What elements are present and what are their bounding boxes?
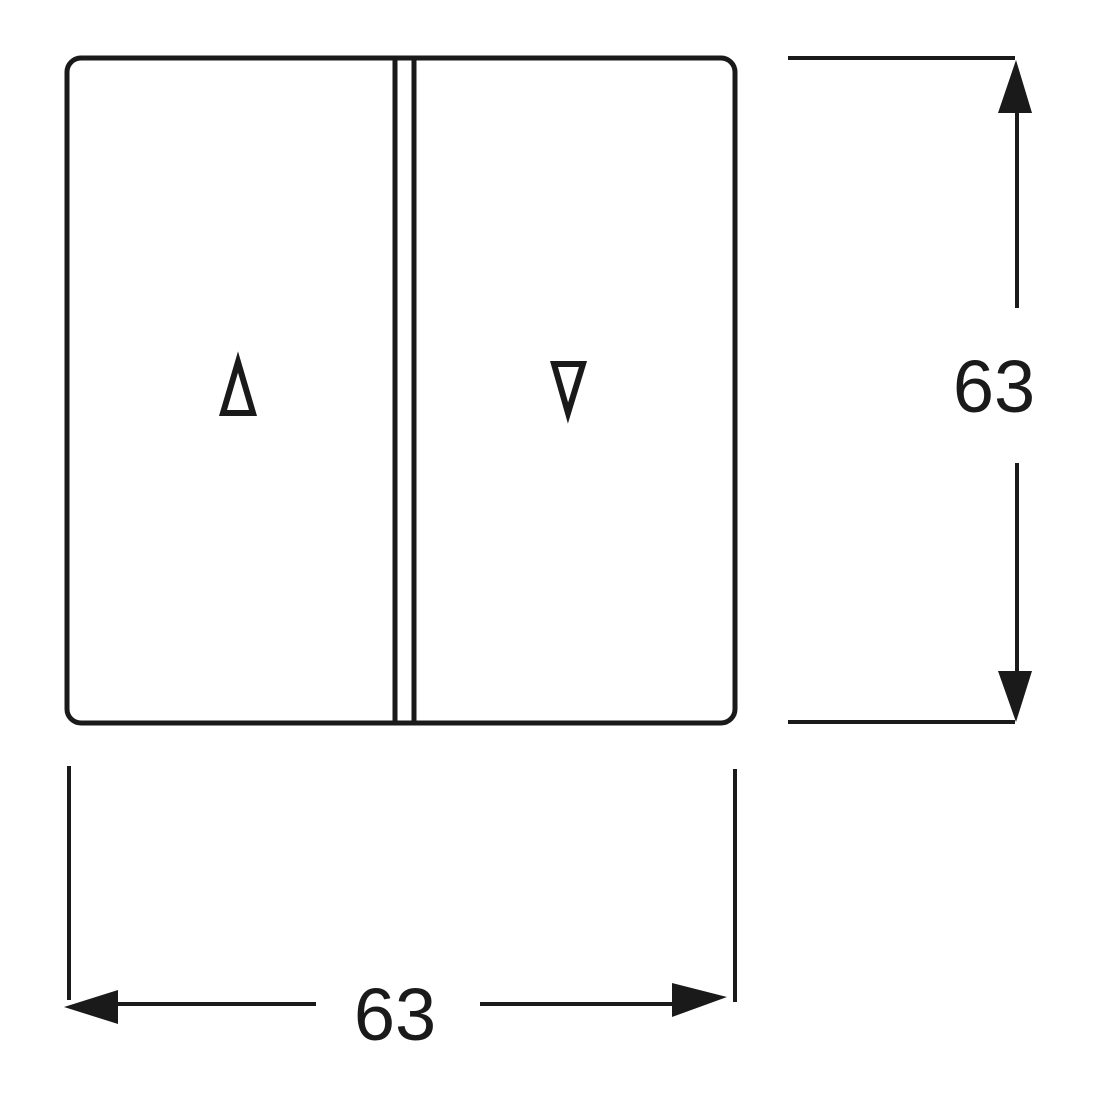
up-triangle-outline-icon [218, 351, 258, 416]
arrow-down-icon [998, 671, 1032, 722]
arrow-up-icon [998, 60, 1032, 113]
down-triangle-outline-icon [550, 361, 588, 424]
rocker-right [550, 361, 588, 424]
arrow-right-icon [672, 983, 727, 1017]
rocker-left [218, 351, 258, 416]
cover-plate-outline [64, 55, 738, 726]
arrow-left-icon [64, 990, 118, 1024]
height-dimension: 63 [788, 56, 1035, 724]
width-dimension: 63 [64, 766, 737, 1056]
height-dimension-label: 63 [953, 345, 1035, 428]
width-dimension-label: 63 [354, 973, 436, 1056]
